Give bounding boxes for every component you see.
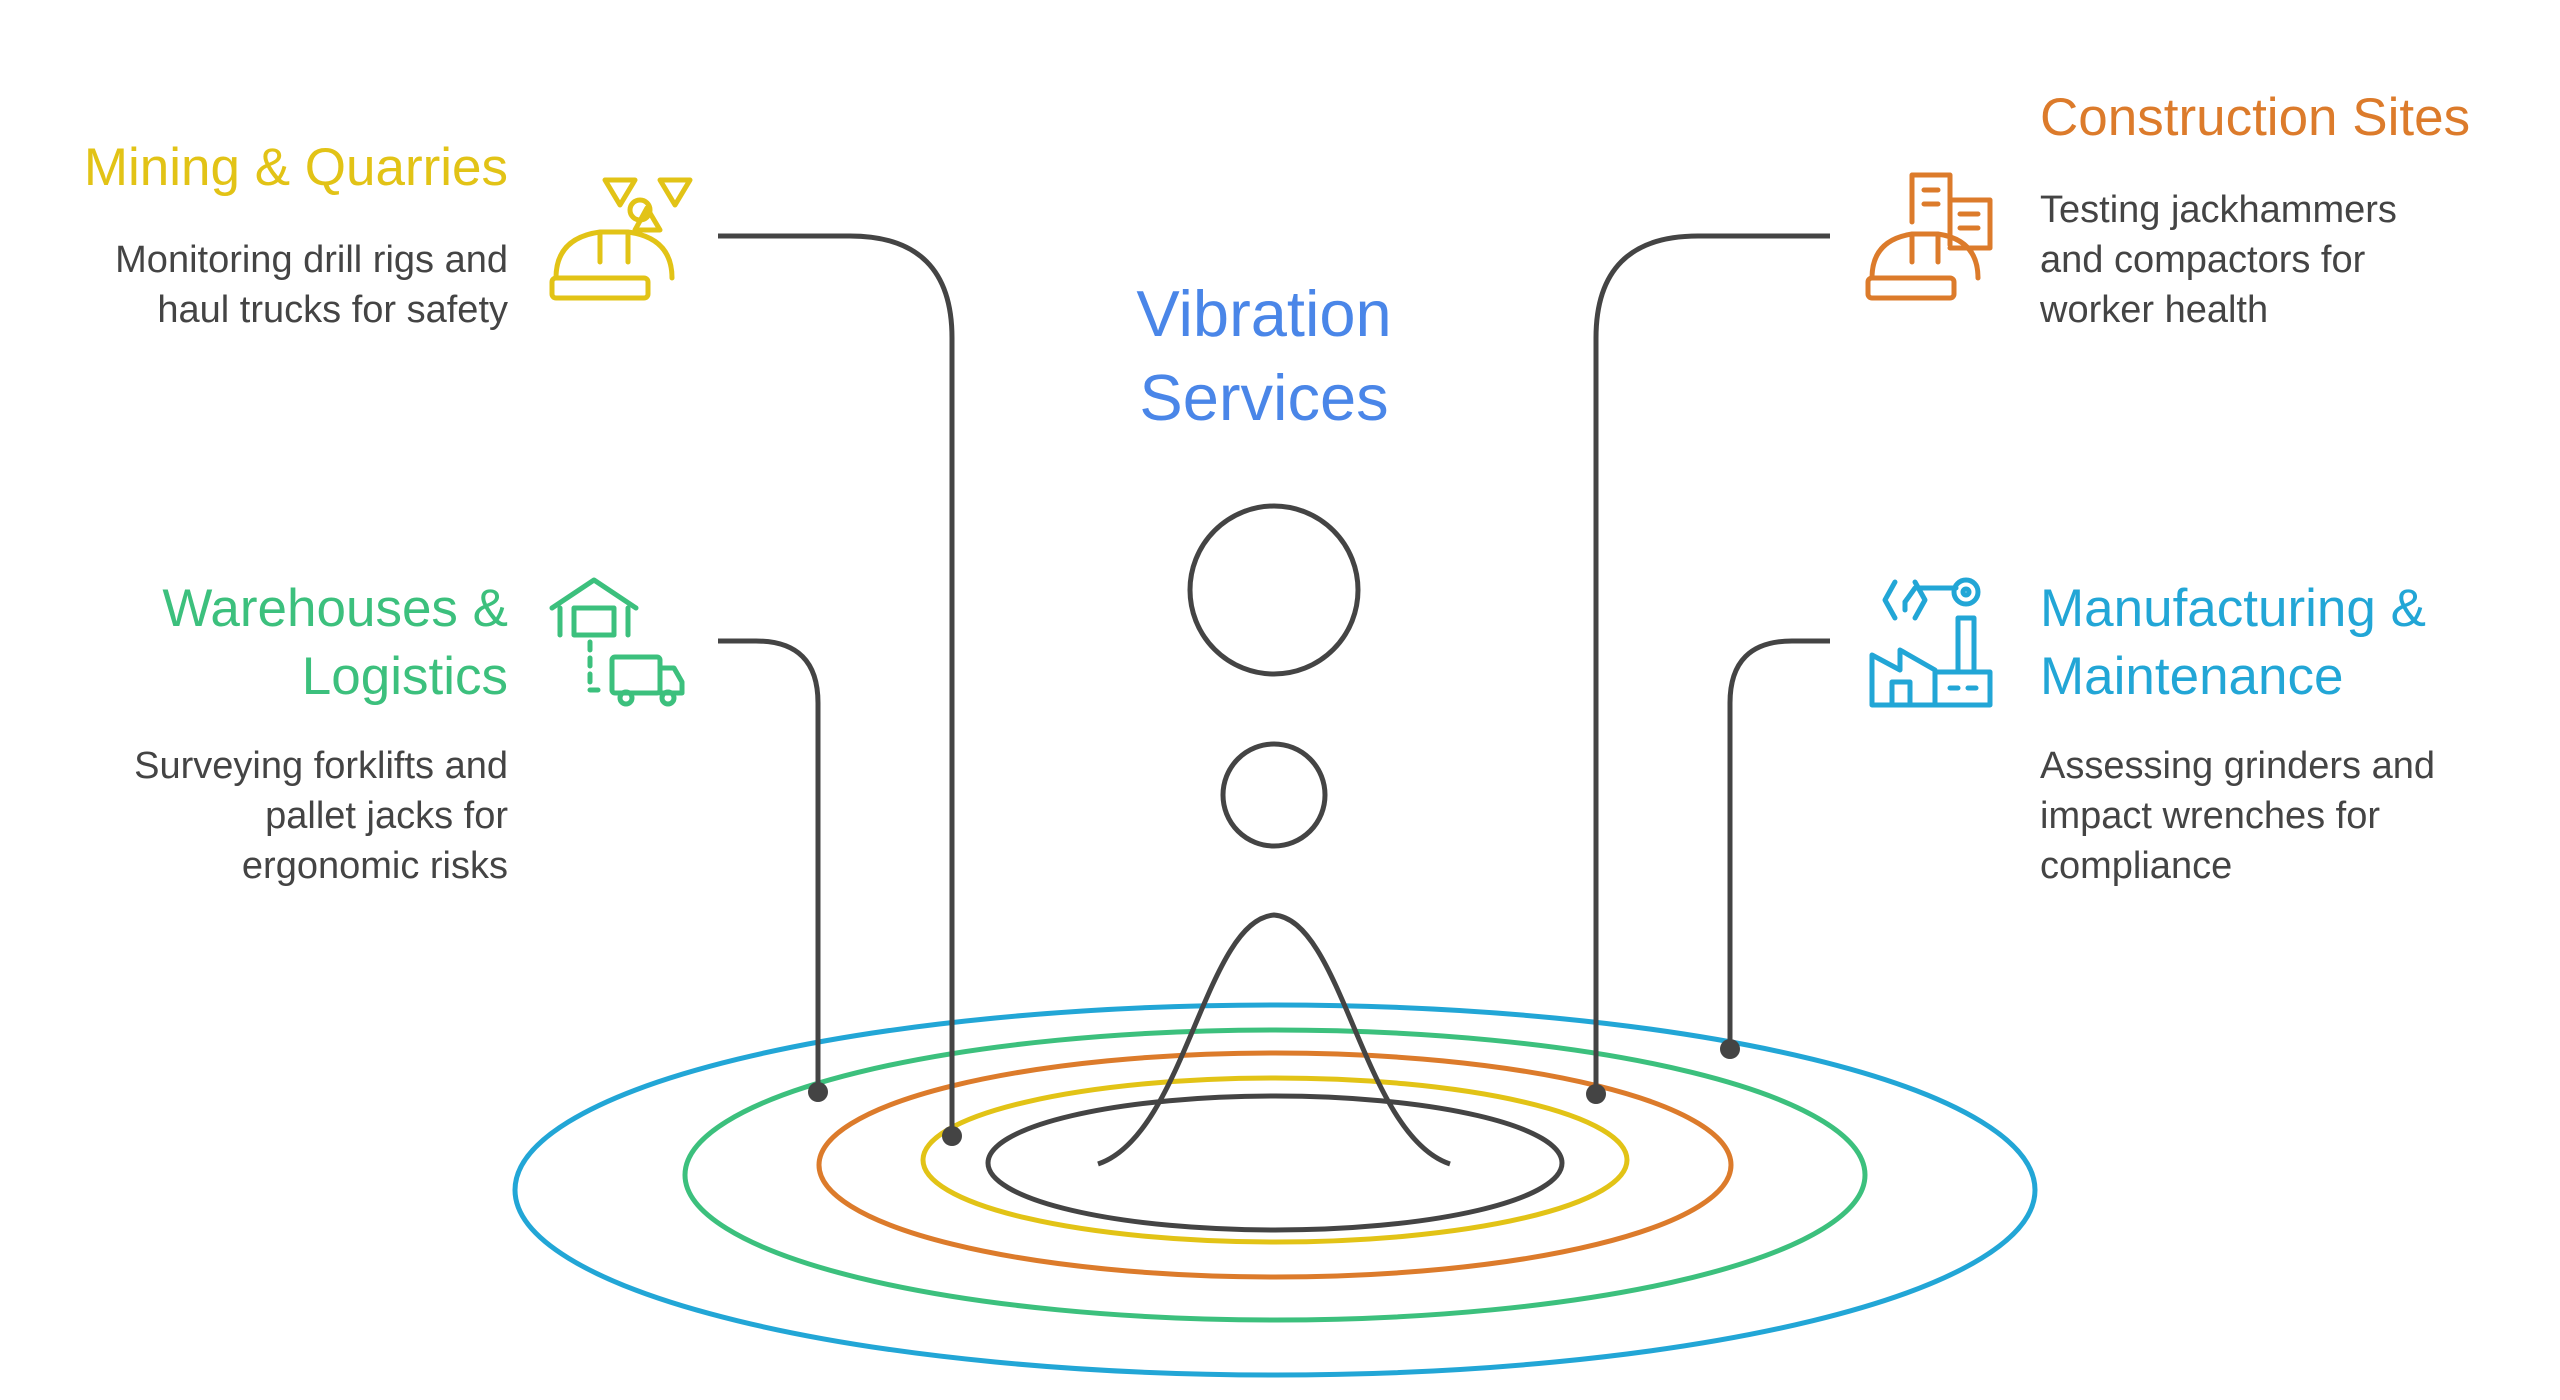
large-circle <box>1187 503 1361 677</box>
warehouses-desc-line2: pallet jacks for <box>265 795 508 837</box>
construction-desc-line1: Testing jackhammers <box>2040 189 2397 231</box>
mining-desc-line2: haul trucks for safety <box>157 289 508 331</box>
center-title: Vibration Services <box>1136 277 1391 434</box>
warehouses-desc-line1: Surveying forklifts and <box>134 745 508 787</box>
connector-construction <box>1593 233 1830 1094</box>
construction-title: Construction Sites <box>2040 88 2470 147</box>
connectors <box>718 233 1830 1136</box>
mining-title: Mining & Quarries <box>84 138 508 197</box>
ring-construction <box>816 1050 1734 1280</box>
connector-warehouses <box>718 638 821 1092</box>
ripple-rings <box>512 1002 2038 1378</box>
center-figure <box>1097 503 1451 1167</box>
dot-warehouses <box>808 1082 828 1102</box>
center-title-line2: Services <box>1139 361 1388 434</box>
ring-warehouses <box>682 1027 1868 1323</box>
section-manufacturing: Manufacturing & Maintenance Assessing gr… <box>1869 577 2435 887</box>
mining-desc-line1: Monitoring drill rigs and <box>115 239 508 281</box>
manufacturing-desc-line2: impact wrenches for <box>2040 795 2380 837</box>
warehouse-truck-icon <box>549 577 685 707</box>
small-circle <box>1220 741 1328 849</box>
factory-robot-arm-icon <box>1869 577 1993 708</box>
hardhat-radiation-icon <box>549 177 693 301</box>
ring-manufacturing <box>512 1002 2038 1378</box>
dot-manufacturing <box>1720 1039 1740 1059</box>
warehouses-title-line1: Warehouses & <box>162 579 508 638</box>
connector-dots <box>808 1039 1740 1146</box>
construction-desc-line3: worker health <box>2039 289 2268 331</box>
connector-mining <box>718 233 955 1136</box>
drop-peak <box>1097 912 1451 1167</box>
section-mining: Mining & Quarries Monitoring drill rigs … <box>84 138 693 331</box>
ring-mining <box>920 1075 1630 1245</box>
manufacturing-title-line2: Maintenance <box>2040 647 2343 706</box>
construction-desc-line2: and compactors for <box>2040 239 2366 281</box>
warehouses-desc-line3: ergonomic risks <box>242 845 508 887</box>
manufacturing-desc-line1: Assessing grinders and <box>2040 745 2435 787</box>
center-title-line1: Vibration <box>1136 277 1391 350</box>
warehouses-title-line2: Logistics <box>302 647 508 706</box>
ring-center <box>985 1093 1565 1233</box>
section-construction: Construction Sites Testing jackhammers a… <box>1865 88 2470 331</box>
section-warehouses: Warehouses & Logistics Surveying forklif… <box>134 577 685 887</box>
connector-manufacturing <box>1727 638 1830 1049</box>
dot-mining <box>942 1126 962 1146</box>
hardhat-building-icon <box>1865 172 1993 301</box>
manufacturing-title-line1: Manufacturing & <box>2040 579 2426 638</box>
dot-construction <box>1586 1084 1606 1104</box>
manufacturing-desc-line3: compliance <box>2040 845 2232 887</box>
